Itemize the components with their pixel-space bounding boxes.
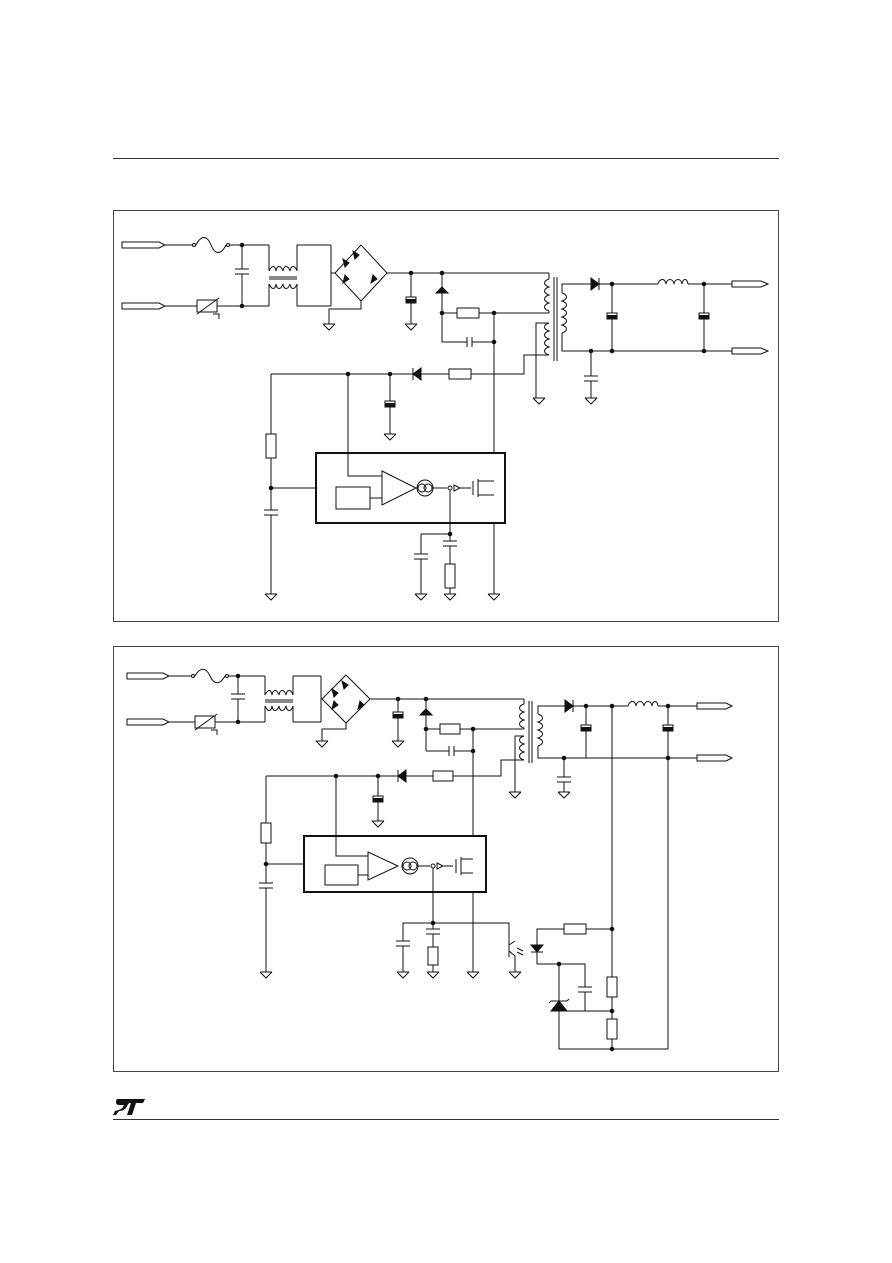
schematic-frame-2 — [113, 646, 779, 1072]
st-logo — [113, 1099, 145, 1115]
dc-output-connector-top — [731, 280, 770, 288]
ac-input-connector-bottom — [121, 302, 167, 310]
ac-input-connector-top — [121, 241, 167, 249]
schematic-2 — [126, 668, 734, 1052]
dc-output-connector-bottom — [731, 347, 770, 355]
output-inductor — [657, 279, 689, 285]
schematic-frame-1 — [113, 210, 779, 622]
header-rule — [113, 158, 779, 159]
clamp-zener — [434, 286, 450, 294]
snubber-resistor — [456, 307, 480, 319]
output-diode — [590, 277, 600, 291]
bridge-rectifier — [334, 244, 388, 302]
flyback-transformer — [544, 278, 551, 356]
vdd-diode — [412, 367, 422, 381]
sense-resistor — [444, 563, 456, 589]
common-mode-choke — [268, 266, 298, 289]
reference-block — [335, 486, 371, 510]
fuse-symbol — [195, 237, 227, 253]
bias-resistor — [265, 433, 277, 459]
schematic-1 — [121, 237, 770, 601]
footer-rule — [113, 1119, 779, 1120]
vdd-resistor — [448, 368, 472, 380]
error-amplifier — [381, 470, 418, 506]
